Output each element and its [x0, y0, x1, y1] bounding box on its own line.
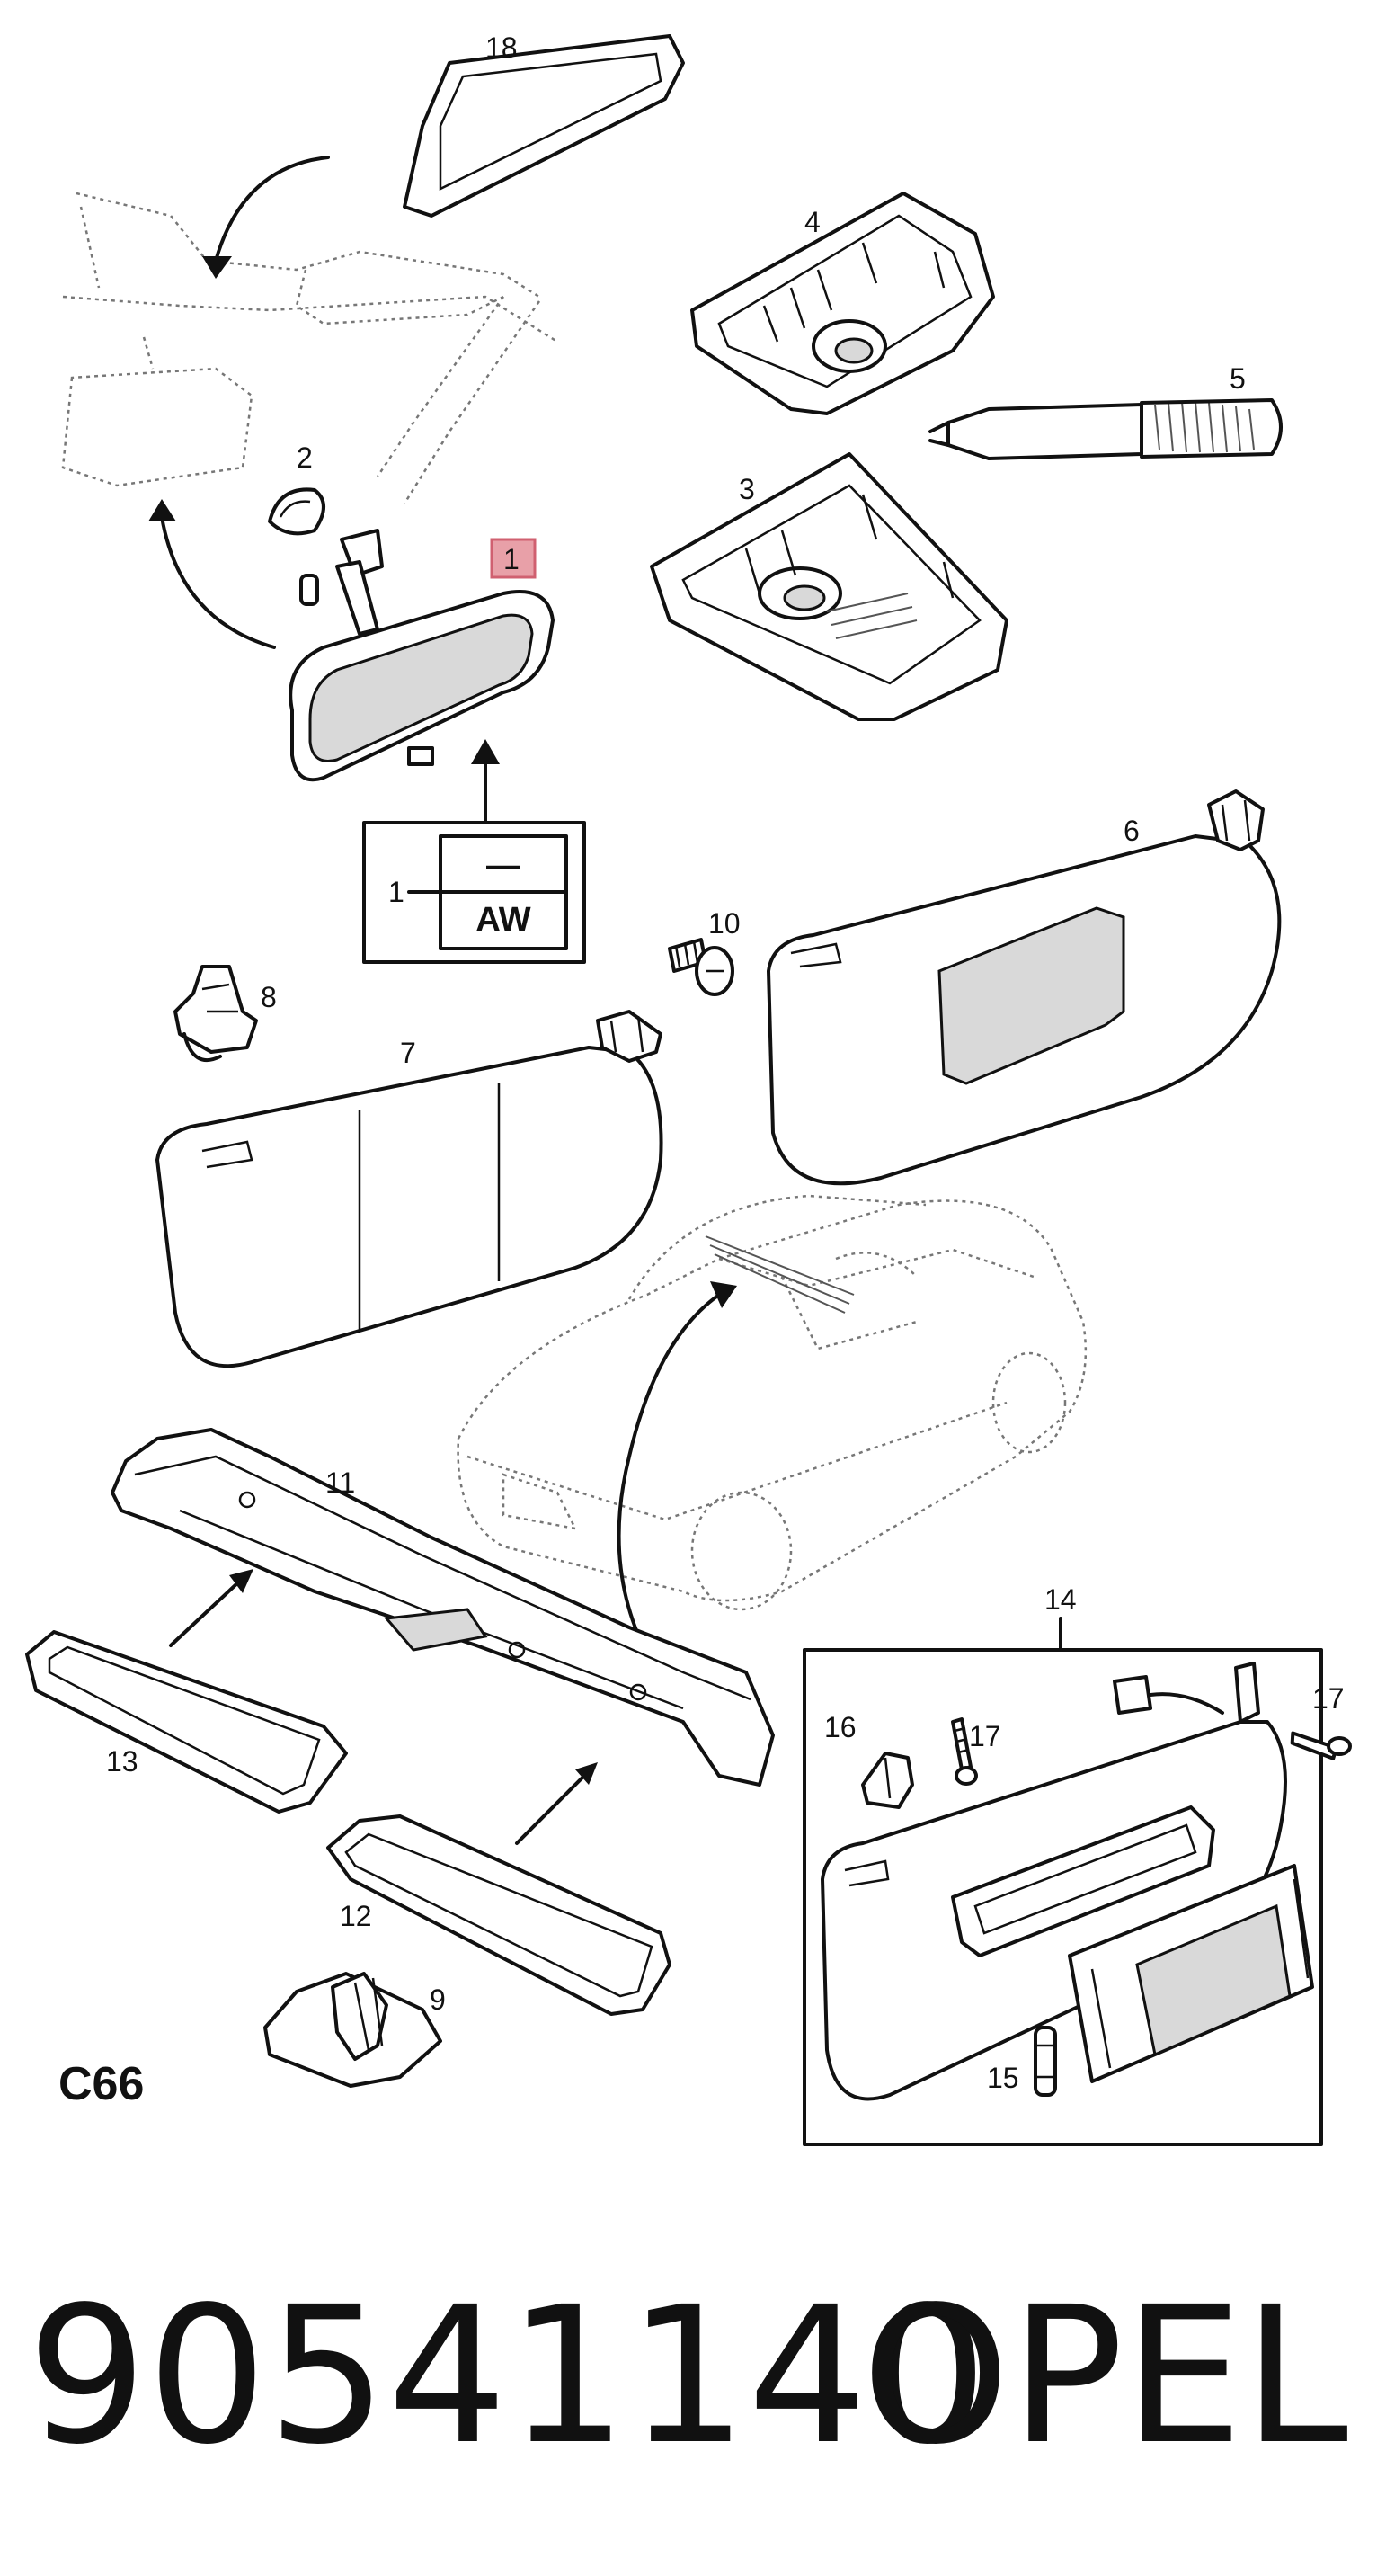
part-3-housing	[650, 452, 1008, 721]
arrow-mirror-to-roof	[148, 499, 276, 649]
callout-2: 2	[297, 441, 313, 474]
callout-9: 9	[430, 1983, 446, 2016]
part-number: 90541140	[27, 2266, 988, 2486]
variant-box-top-value: —	[486, 847, 520, 885]
callout-16: 16	[824, 1711, 857, 1743]
callout-7: 7	[400, 1037, 416, 1069]
part-15-bulb	[1034, 2026, 1057, 2097]
part-17-screw-right	[1290, 1731, 1352, 1760]
part-1-mirror	[289, 529, 555, 782]
brand-name: OPEL	[861, 2266, 1348, 2486]
callout-1: 1	[503, 543, 520, 575]
part-17-screw-left	[951, 1717, 978, 1786]
variant-box-callout: 1	[388, 876, 404, 908]
arrow-variant-to-mirror	[471, 739, 500, 824]
variant-box	[362, 821, 586, 964]
part-2-cover	[268, 487, 325, 536]
part-7-visor	[155, 1010, 663, 1368]
callout-10: 10	[708, 907, 741, 940]
roof-context-sketch	[61, 192, 558, 504]
callout-17-right: 17	[1312, 1682, 1345, 1715]
arrow-12-to-11	[515, 1762, 598, 1845]
car-context-sketch	[457, 1194, 1088, 1611]
callout-11: 11	[325, 1466, 355, 1499]
variant-box-bottom-value: AW	[475, 901, 530, 939]
part-11-headliner	[111, 1428, 775, 1787]
arrow-frame-to-roof	[202, 156, 330, 279]
part-9-clip	[263, 1972, 442, 2088]
detail-box-14	[803, 1617, 1323, 2146]
callout-3: 3	[739, 473, 755, 505]
visor-connector	[1113, 1662, 1260, 1724]
part-8-clip	[173, 965, 258, 1062]
callout-6: 6	[1124, 815, 1140, 847]
part-13-gasket	[25, 1630, 348, 1814]
callout-4: 4	[804, 206, 821, 238]
callout-14: 14	[1044, 1583, 1077, 1616]
part-4-console	[690, 192, 995, 415]
part-18-frame	[403, 34, 685, 218]
lit-visor	[821, 1720, 1314, 2101]
callout-15: 15	[987, 2062, 1019, 2094]
part-12-gasket	[326, 1814, 671, 2016]
part-16-clip	[861, 1752, 914, 1809]
callout-12: 12	[340, 1900, 372, 1932]
part-10-screw	[668, 938, 734, 996]
callout-5: 5	[1230, 362, 1246, 395]
part-6-visor	[767, 789, 1282, 1186]
callout-17-left: 17	[969, 1720, 1001, 1752]
mirror-pin	[299, 574, 319, 606]
callout-13: 13	[106, 1745, 138, 1778]
arrow-13-to-11	[169, 1569, 253, 1647]
part-5-bulb	[928, 398, 1283, 460]
callout-18: 18	[485, 31, 518, 64]
callout-1-highlight	[490, 538, 537, 579]
callout-8: 8	[261, 981, 277, 1013]
page-code: C66	[58, 2058, 144, 2110]
